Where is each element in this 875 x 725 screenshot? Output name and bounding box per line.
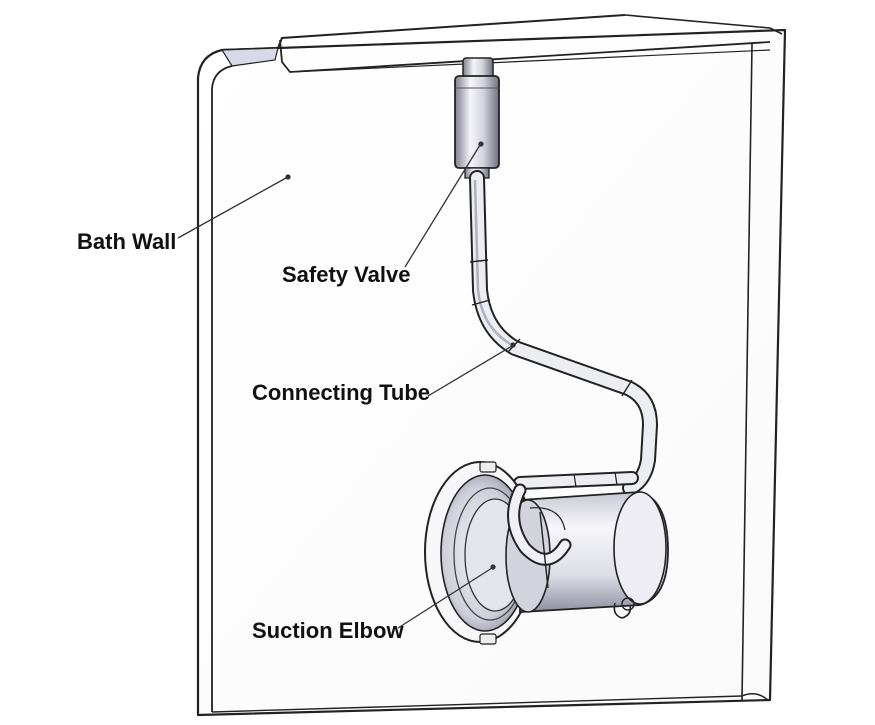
labels: Bath Wall Safety Valve Connecting Tube S… [77,229,430,643]
connecting-tube [469,170,658,496]
safety-valve [454,57,500,179]
label-suction-elbow: Suction Elbow [252,618,404,643]
label-safety-valve: Safety Valve [282,262,410,287]
suction-elbow [424,461,669,645]
label-connecting-tube: Connecting Tube [252,380,430,405]
leader-dot-suction-elbow [490,564,496,570]
leader-dot-safety-valve [478,141,484,147]
label-bath-wall: Bath Wall [77,229,176,254]
leader-lines [177,141,516,629]
leader-connecting-tube [427,345,513,397]
leader-suction-elbow [397,567,493,629]
leader-bath-wall [177,177,287,239]
leader-dot-connecting-tube [510,342,516,348]
leader-safety-valve [404,144,481,268]
leader-dot-bath-wall [285,174,291,180]
